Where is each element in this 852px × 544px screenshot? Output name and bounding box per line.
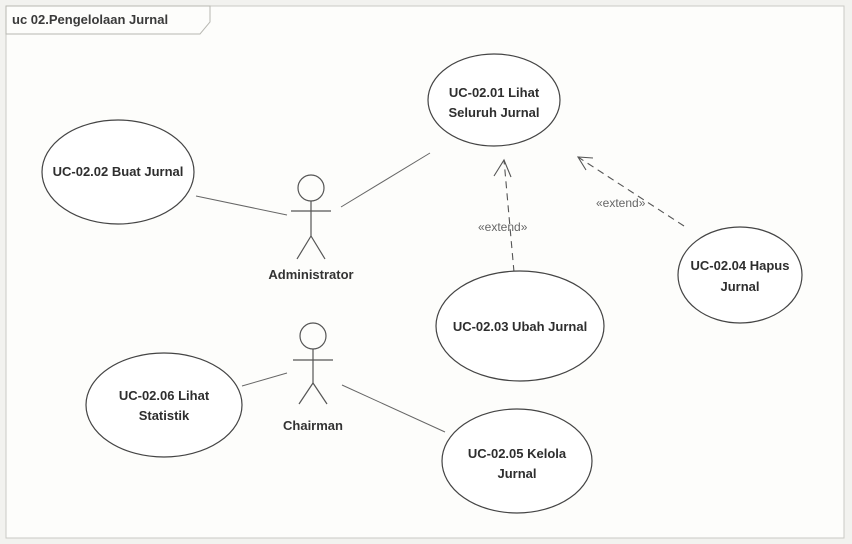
use-case-ellipse	[85, 352, 243, 458]
actor-label: Administrator	[268, 267, 353, 282]
use-case-uc0203[interactable]: UC-02.03 Ubah Jurnal	[435, 270, 605, 382]
use-case-label-line1: UC-02.01 Lihat	[449, 85, 540, 100]
association-chair-uc0206	[241, 372, 288, 387]
actor-chairman[interactable]: Chairman	[283, 322, 343, 433]
use-case-label-line2: Seluruh Jurnal	[448, 105, 539, 120]
diagram-title-tab	[5, 5, 211, 35]
actor-administrator[interactable]: Administrator	[268, 174, 354, 282]
use-case-uc0206[interactable]: UC-02.06 Lihat Statistik	[85, 352, 243, 458]
use-case-uc0201[interactable]: UC-02.01 Lihat Seluruh Jurnal	[427, 53, 561, 147]
use-case-label-line1: UC-02.03 Ubah Jurnal	[453, 319, 587, 334]
actor-label: Chairman	[283, 418, 343, 433]
extend-label-uc0204: «extend»	[596, 196, 646, 210]
use-case-ellipse	[41, 119, 195, 225]
association-admin-uc0202	[195, 195, 288, 216]
stick-figure-icon	[293, 322, 333, 405]
use-case-label-line1: UC-02.04 Hapus	[691, 258, 790, 273]
extend-label-uc0203: «extend»	[478, 220, 528, 234]
use-case-ellipse	[435, 270, 605, 382]
use-case-label-line1: UC-02.02 Buat Jurnal	[53, 164, 184, 179]
stick-figure-icon	[291, 174, 331, 260]
extend-line-uc0203-uc0201	[503, 159, 515, 273]
extend-arrowhead-uc0203	[493, 158, 512, 178]
extend-arrowhead-uc0204	[576, 156, 594, 171]
use-case-label-line2: Statistik	[139, 408, 190, 423]
use-case-label-line1: UC-02.05 Kelola	[468, 446, 567, 461]
use-case-label-line2: Jurnal	[497, 466, 536, 481]
use-case-label-line2: Jurnal	[720, 279, 759, 294]
use-case-ellipse	[441, 408, 593, 514]
extend-line-uc0204-uc0201	[577, 156, 685, 227]
use-case-uc0204[interactable]: UC-02.04 Hapus Jurnal	[677, 226, 803, 324]
association-admin-uc0201	[340, 152, 431, 208]
use-case-ellipse	[677, 226, 803, 324]
use-case-uc0205[interactable]: UC-02.05 Kelola Jurnal	[441, 408, 593, 514]
use-case-ellipse	[427, 53, 561, 147]
use-case-label-line1: UC-02.06 Lihat	[119, 388, 210, 403]
use-case-uc0202[interactable]: UC-02.02 Buat Jurnal	[41, 119, 195, 225]
association-chair-uc0205	[341, 384, 446, 433]
diagram-title: uc 02.Pengelolaan Jurnal	[12, 12, 168, 27]
